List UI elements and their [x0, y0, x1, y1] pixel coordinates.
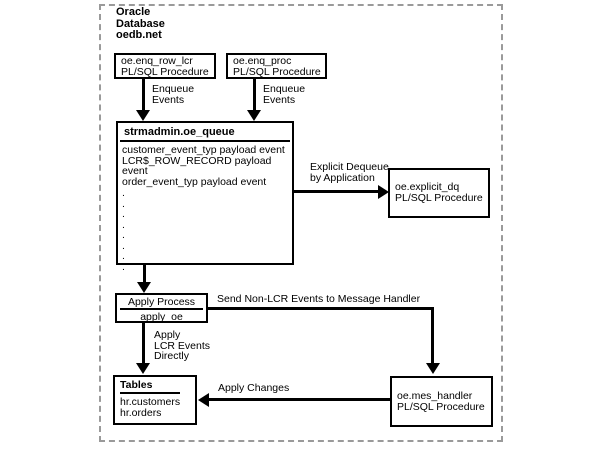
enq-proc-procedure-box: oe.enq_proc PL/SQL Procedure	[226, 53, 327, 79]
queue-payload-items: customer_event_typ payload event LCR$_RO…	[122, 144, 285, 188]
tables-items: hr.customers hr.orders	[120, 396, 181, 419]
tables-box: Tables hr.customers hr.orders	[113, 375, 197, 425]
send-non-lcr-line-horizontal	[208, 307, 434, 310]
send-non-lcr-arrowhead-icon	[426, 363, 440, 374]
apply-lcr-arrowhead-icon	[136, 363, 150, 374]
explicit-dq-procedure-box: oe.explicit_dq PL/SQL Procedure	[388, 168, 490, 218]
send-non-lcr-line-vertical	[431, 307, 434, 364]
queue-box: strmadmin.oe_queue customer_event_typ pa…	[116, 121, 294, 272]
enqueue-left-arrowhead-icon	[136, 110, 150, 121]
apply-lcr-arrow-shaft	[142, 323, 145, 364]
queue-header: strmadmin.oe_queue	[120, 123, 290, 142]
enqueue-events-left-label: Enqueue Events	[152, 83, 195, 106]
apply-process-box: Apply Process apply_oe	[115, 293, 208, 323]
send-non-lcr-label: Send Non-LCR Events to Message Handler	[217, 293, 421, 305]
apply-lcr-label: Apply LCR Events Directly	[154, 329, 211, 362]
enq-row-lcr-procedure-box: oe.enq_row_lcr PL/SQL Procedure	[114, 53, 216, 79]
apply-process-name: apply_oe	[140, 311, 183, 323]
mes-handler-procedure-box: oe.mes_handler PL/SQL Procedure	[390, 376, 493, 427]
queue-ellipsis-rows: . . . . . . . .	[122, 187, 125, 273]
database-title: Oracle Database oedb.net	[116, 6, 165, 41]
database-boundary-frame	[99, 4, 503, 442]
apply-changes-arrow-shaft	[209, 398, 390, 401]
enqueue-left-arrow-shaft	[142, 79, 145, 112]
explicit-dequeue-arrow-shaft	[294, 190, 379, 193]
explicit-dequeue-arrowhead-icon	[378, 185, 389, 199]
apply-changes-label: Apply Changes	[218, 382, 290, 394]
queue-to-apply-arrowhead-icon	[137, 282, 151, 293]
enqueue-events-right-label: Enqueue Events	[263, 83, 306, 106]
apply-process-header: Apply Process	[120, 295, 203, 310]
enqueue-right-arrow-shaft	[253, 79, 256, 112]
queue-to-apply-arrow-shaft	[143, 265, 146, 283]
enqueue-right-arrowhead-icon	[247, 110, 261, 121]
apply-changes-arrowhead-icon	[198, 393, 209, 407]
explicit-dequeue-label: Explicit Dequeue by Application	[310, 161, 389, 184]
tables-header: Tables	[120, 379, 180, 394]
